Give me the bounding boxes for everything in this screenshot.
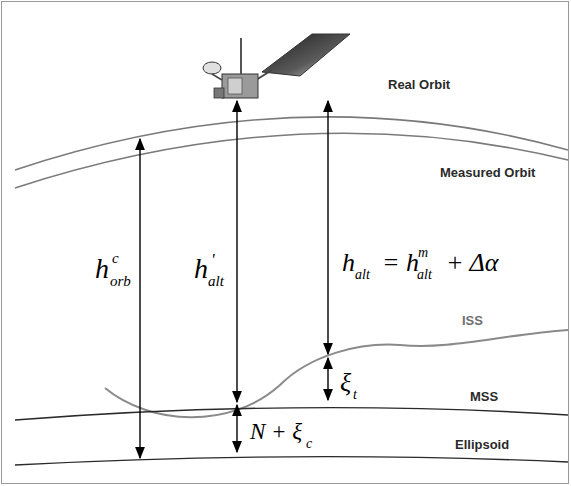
- surface-name: ISS: [462, 314, 483, 327]
- ellipsoid-curve: [15, 457, 568, 465]
- symbol: = h: [382, 250, 419, 276]
- surface-name: Real Orbit: [388, 78, 450, 91]
- h-orb-arrow: [139, 139, 140, 458]
- surface-name: MSS: [470, 390, 498, 403]
- measured-orbit-curve: [15, 133, 568, 188]
- symbol: h: [194, 255, 208, 283]
- subscript: orb: [110, 274, 131, 289]
- iss-curve: [105, 330, 568, 417]
- superscript: m: [418, 246, 428, 260]
- superscript: ': [211, 251, 215, 268]
- symbol: h: [95, 255, 109, 283]
- n-xi-c-arrow: [236, 405, 237, 452]
- surface-name: Ellipsoid: [455, 438, 509, 451]
- subscript: t: [353, 388, 357, 402]
- subscript: alt: [417, 268, 432, 282]
- xi-t-arrow: [327, 358, 328, 400]
- subscript: alt: [355, 268, 370, 282]
- surface-name: Measured Orbit: [440, 166, 535, 179]
- symbol: h: [342, 250, 355, 276]
- superscript: c: [112, 251, 119, 266]
- symbol: ξ: [340, 370, 351, 396]
- mss-curve: [15, 408, 568, 420]
- satellite-icon: [203, 34, 350, 98]
- symbol: N + ξ: [250, 420, 302, 443]
- subscript: c: [306, 437, 312, 451]
- subscript: alt: [208, 274, 224, 289]
- h-alt-arrow: [327, 101, 328, 354]
- symbol: + Δα: [446, 250, 498, 276]
- h-alt-prime-arrow: [236, 101, 237, 402]
